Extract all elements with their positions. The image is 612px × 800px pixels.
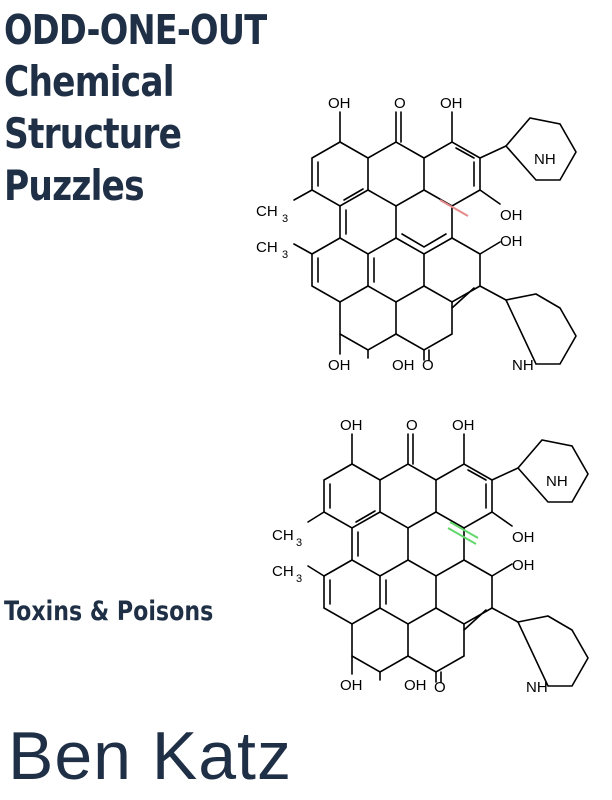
- label-nh: NH: [512, 357, 534, 374]
- label-sub3: 3: [296, 537, 302, 549]
- label-oh: OH: [340, 677, 363, 694]
- book-title: ODD-ONE-OUT Chemical Structure Puzzles: [4, 4, 324, 212]
- label-nh: NH: [546, 473, 568, 490]
- label-sub3: 3: [282, 213, 288, 225]
- structure-bonds: [293, 111, 577, 365]
- label-oh: OH: [500, 233, 523, 250]
- label-oh: OH: [512, 529, 535, 546]
- label-o: O: [434, 679, 446, 696]
- structure-bonds: [307, 433, 589, 687]
- label-oh: OH: [440, 95, 463, 112]
- label-oh: OH: [340, 417, 363, 434]
- label-nh: NH: [534, 151, 556, 168]
- label-nh: NH: [526, 679, 548, 696]
- label-ch: CH: [272, 527, 294, 544]
- label-sub3: 3: [282, 249, 288, 261]
- title-line-3: Structure: [4, 109, 182, 158]
- label-ch: CH: [256, 203, 278, 220]
- label-o: O: [394, 95, 406, 112]
- title-line-2: Chemical: [4, 57, 175, 106]
- label-o: O: [406, 417, 418, 434]
- label-o: O: [422, 357, 434, 374]
- title-line-1: ODD-ONE-OUT: [4, 6, 267, 54]
- structure-labels: OH O OH NH OH CH 3 CH 3 OH OH OH O NH: [272, 417, 568, 696]
- structure-top: OH O OH NH OH CH 3 CH 3 OH OH OH O NH: [256, 95, 577, 374]
- author-name: Ben Katz: [8, 718, 292, 794]
- label-oh: OH: [328, 95, 351, 112]
- title-line-4: Puzzles: [4, 161, 145, 210]
- label-ch: CH: [256, 239, 278, 256]
- label-oh: OH: [328, 357, 351, 374]
- label-oh: OH: [392, 357, 415, 374]
- label-ch: CH: [272, 563, 294, 580]
- highlight-bond-top: [439, 199, 469, 217]
- label-oh: OH: [500, 207, 523, 224]
- label-oh: OH: [512, 557, 535, 574]
- structure-bottom: OH O OH NH OH CH 3 CH 3 OH OH OH O NH: [272, 417, 589, 696]
- label-oh: OH: [452, 417, 475, 434]
- highlight-bond-bottom: [447, 521, 479, 545]
- book-subtitle: Toxins & Poisons: [4, 596, 214, 627]
- structure-labels: OH O OH NH OH CH 3 CH 3 OH OH OH O NH: [256, 95, 556, 374]
- label-sub3: 3: [296, 573, 302, 585]
- label-oh: OH: [404, 677, 427, 694]
